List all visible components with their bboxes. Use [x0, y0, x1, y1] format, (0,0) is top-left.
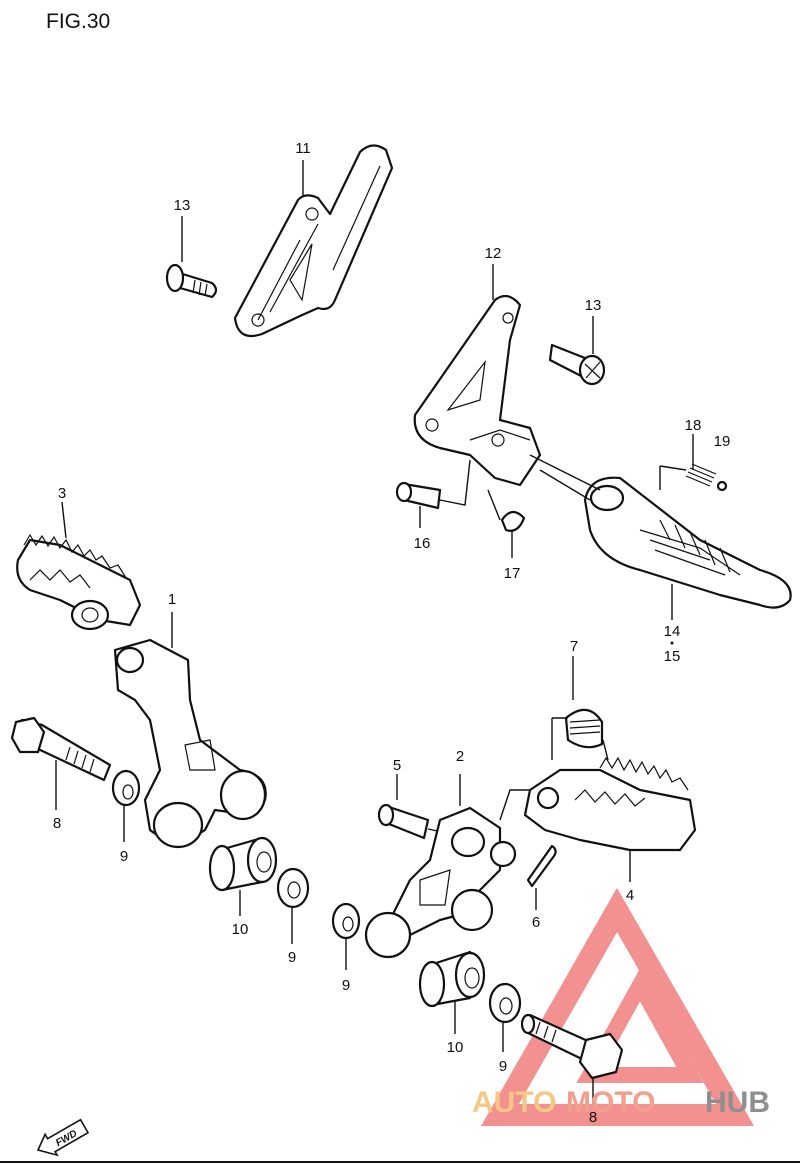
callout-8-left: 8 — [53, 815, 61, 832]
part-11-bracket — [233, 144, 394, 338]
callout-13-left: 13 — [174, 197, 191, 214]
part-3-footrest-front — [16, 533, 142, 631]
callout-10-left: 10 — [232, 921, 249, 938]
part-10-bush-right — [418, 950, 486, 1008]
part-19-ball — [716, 480, 728, 492]
watermark-logo — [481, 887, 755, 1126]
callout-6: 6 — [532, 914, 540, 931]
part-9-washer-left-b — [276, 867, 310, 909]
callout-11: 11 — [295, 140, 311, 157]
callout-9-right-b: 9 — [499, 1058, 507, 1075]
watermark-moto: MOTO — [566, 1086, 655, 1119]
part-5-pin — [377, 803, 453, 840]
fwd-direction-badge: FWD — [36, 1118, 90, 1157]
callout-18: 18 — [685, 417, 702, 434]
part-18-spring — [659, 463, 717, 490]
callout-2: 2 — [456, 748, 464, 765]
callout-labels: 11 13 12 13 18 19 16 17 3 14 15 1 7 5 2 … — [53, 140, 731, 1126]
part-9-washer-right-a — [331, 902, 361, 940]
part-13-bolt-right — [548, 343, 606, 386]
callout-12: 12 — [485, 245, 502, 262]
callout-17: 17 — [504, 565, 521, 582]
leader-lines — [55, 160, 694, 1104]
part-9-washer-left-a — [111, 769, 141, 807]
callout-10-right: 10 — [447, 1039, 464, 1056]
callout-16: 16 — [414, 535, 431, 552]
part-9-washer-right-b — [488, 982, 522, 1024]
part-13-bolt-left — [165, 263, 218, 299]
callout-15: 15 — [664, 648, 681, 665]
part-17-clip — [487, 489, 526, 532]
part-10-bush-left — [208, 836, 278, 892]
part-6-cotter-pin — [526, 844, 557, 888]
callout-separator-dot — [670, 641, 674, 645]
part-14-footrest-rear — [529, 454, 792, 609]
watermark-auto: AUTO — [472, 1086, 556, 1119]
callout-3: 3 — [58, 485, 66, 502]
part-4-footrest — [499, 756, 697, 852]
fwd-label: FWD — [54, 1128, 79, 1149]
callout-9-right-a: 9 — [342, 977, 350, 994]
part-8-bolt-left — [10, 716, 112, 782]
callout-19: 19 — [714, 433, 731, 450]
watermark-hub: HUB — [705, 1086, 770, 1119]
part-12-plate — [413, 294, 542, 487]
callout-13-right: 13 — [585, 297, 602, 314]
callout-9-left-a: 9 — [120, 848, 128, 865]
callout-8-right: 8 — [589, 1109, 597, 1126]
callout-5: 5 — [393, 757, 401, 774]
callout-4: 4 — [626, 887, 634, 904]
callout-7: 7 — [570, 638, 578, 655]
callout-9-left-b: 9 — [288, 949, 296, 966]
part-7-spring — [551, 708, 609, 761]
watermark-text: AUTO MOTO HUB — [472, 1086, 770, 1119]
arrow-left-icon — [36, 1118, 90, 1157]
part-2-bracket — [364, 774, 517, 959]
part-1-bracket — [113, 612, 267, 849]
callout-14: 14 — [664, 623, 681, 640]
part-8-bolt-right — [520, 1013, 624, 1080]
figure-title: FIG.30 — [46, 10, 110, 33]
callout-1: 1 — [168, 591, 176, 608]
part-16-pin — [395, 459, 471, 510]
